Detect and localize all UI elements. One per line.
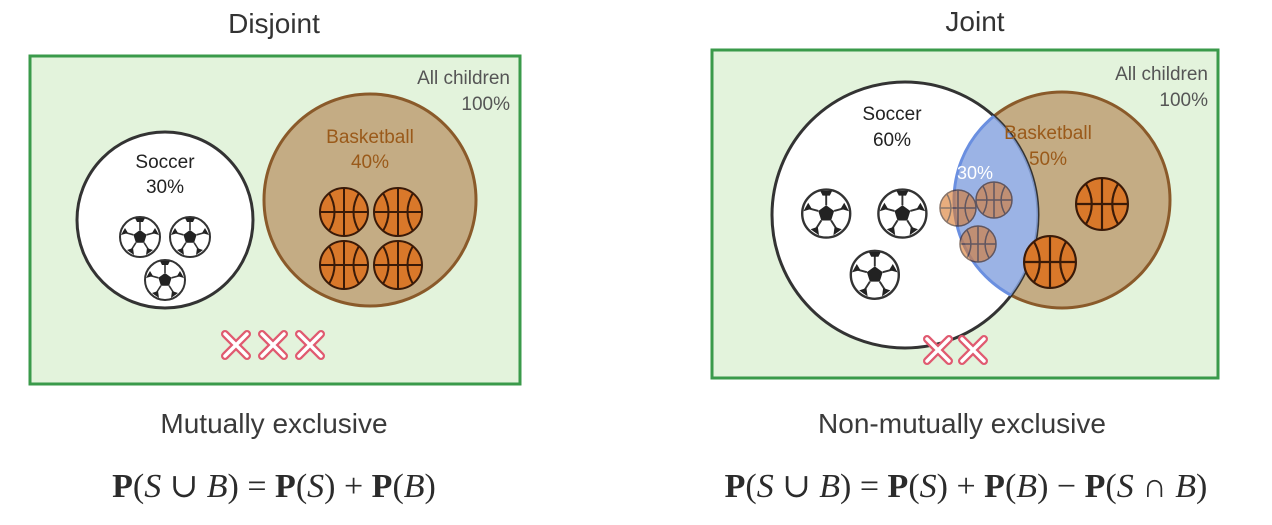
- soccer-ball-icon: [144, 259, 186, 301]
- basketball-icon: [975, 181, 1013, 219]
- disjoint-soccer-set: [75, 130, 255, 310]
- disjoint-formula: P(S ∪ B) = P(S) + P(B): [112, 468, 436, 505]
- joint-basketball-pct: 50%: [1029, 149, 1067, 170]
- soccer-ball-icon: [119, 216, 161, 258]
- disjoint-basketball-label: Basketball: [326, 127, 414, 148]
- disjoint-basketball-set: [262, 92, 478, 308]
- disjoint-soccer-pct: 30%: [146, 177, 184, 198]
- basketball-icon: [959, 225, 997, 263]
- basketball-icon: [1074, 177, 1130, 231]
- disjoint-basketball-pct: 40%: [351, 152, 389, 173]
- disjoint-universe-label: All children: [417, 68, 510, 89]
- disjoint-description: Mutually exclusive: [160, 408, 388, 439]
- soccer-ball-icon: [877, 188, 928, 239]
- joint-overlap-pct: 30%: [957, 163, 993, 183]
- joint-universe-label: All children: [1115, 64, 1208, 85]
- joint-soccer-pct: 60%: [873, 130, 911, 151]
- soccer-ball-icon: [849, 249, 901, 301]
- disjoint-title: Disjoint: [228, 8, 320, 39]
- joint-soccer-label: Soccer: [862, 104, 922, 125]
- venn-diagrams: All children 100% Soccer 30% Basketball …: [28, 48, 1220, 386]
- joint-formula: P(S ∪ B) = P(S) + P(B) − P(S ∩ B): [724, 468, 1208, 505]
- soccer-ball-icon: [801, 188, 852, 239]
- basketball-icon: [939, 189, 977, 227]
- basketball-icon: [373, 240, 423, 290]
- joint-description: Non-mutually exclusive: [818, 408, 1106, 439]
- basketball-icon: [373, 187, 423, 237]
- joint-basketball-label: Basketball: [1004, 123, 1092, 144]
- basketball-icon: [319, 240, 369, 290]
- joint-universe-pct: 100%: [1159, 90, 1208, 111]
- disjoint-universe-pct: 100%: [461, 94, 510, 115]
- soccer-ball-icon: [169, 216, 211, 258]
- disjoint-soccer-label: Soccer: [135, 152, 195, 173]
- basketball-icon: [1022, 235, 1078, 290]
- basketball-icon: [319, 187, 369, 237]
- joint-title: Joint: [945, 6, 1005, 37]
